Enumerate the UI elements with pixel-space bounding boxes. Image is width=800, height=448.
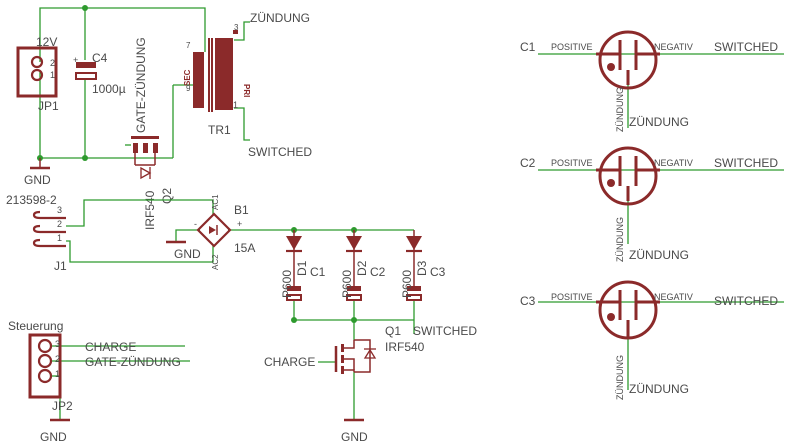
q2-part: IRF540 — [143, 190, 157, 230]
spark-gap-2: C2 POSITIVE NEGATIV SWITCHED ZÜNDUNG ZÜN… — [520, 146, 784, 262]
tr1-transformer: SEC PRI 7 9 3 1 TR1 — [183, 23, 251, 137]
b1-bridge-rectifier: AC1 AC2 + - B1 15A — [194, 194, 255, 270]
tr1-pin3: 3 — [234, 23, 239, 32]
gnd-label-2: GND — [174, 247, 201, 261]
d1-diode: P600 D1 C1 — [280, 230, 326, 301]
jp2-title: Steuerung — [8, 319, 63, 333]
jp1-voltage: 12V — [36, 35, 57, 49]
gap2-cap: C2 — [520, 156, 536, 170]
d1-name: D1 — [295, 260, 309, 276]
tr1-name: TR1 — [208, 123, 231, 137]
net-switched-top: SWITCHED — [248, 145, 312, 159]
c4-plus: + — [73, 55, 78, 65]
jp1-pin2: 2 — [50, 58, 55, 68]
spark-gap-section: C1 POSITIVE NEGATIV SWITCHED ZÜNDUNG ZÜN… — [520, 30, 784, 400]
q1-mosfet: Q1 IRF540 — [334, 324, 425, 374]
net-charge-jp2: CHARGE — [85, 340, 136, 354]
rectifier-section: 213598-2 3 2 1 J1 GND AC1 AC2 + - B1 15A — [6, 193, 477, 444]
b1-minus: - — [194, 219, 197, 229]
d3-part: P600 — [400, 270, 414, 298]
tr1-pin7: 7 — [186, 41, 191, 50]
spark-gap-1: C1 POSITIVE NEGATIV SWITCHED ZÜNDUNG ZÜN… — [520, 30, 784, 132]
gap2-zuendung-pin: ZÜNDUNG — [615, 217, 625, 262]
c4-value: 1000µ — [92, 82, 126, 96]
b1-plus: + — [237, 219, 242, 229]
q1-name: Q1 — [385, 324, 401, 338]
j1-pin2: 2 — [57, 219, 62, 229]
gnd-label-3: GND — [341, 430, 368, 444]
gap2-positive: POSITIVE — [551, 158, 593, 168]
power-wires — [39, 7, 250, 159]
gnd-symbol-4: GND — [40, 418, 70, 444]
q2-gate-label: GATE-ZÜNDUNG — [134, 37, 148, 133]
q2-name: Q2 — [160, 188, 174, 204]
c2-name: C2 — [370, 265, 386, 279]
gap1-cap: C1 — [520, 40, 536, 54]
c4-name: C4 — [92, 51, 108, 65]
j1-pin1: 1 — [57, 233, 62, 243]
power-junctions — [37, 5, 88, 161]
gap1-negative: NEGATIV — [654, 42, 693, 52]
tr1-pin1: 1 — [233, 100, 238, 110]
tr1-pin9: 9 — [186, 84, 191, 93]
d3-diode: P600 D3 C3 — [400, 230, 446, 301]
net-switched-mid: SWITCHED — [413, 324, 477, 338]
spark-gap-3: C3 POSITIVE NEGATIV SWITCHED ZÜNDUNG ZÜN… — [520, 280, 784, 400]
jp1-connector: 12V 2 1 JP1 — [16, 35, 59, 113]
jp1-pin1: 1 — [50, 70, 55, 80]
c1-name: C1 — [310, 265, 326, 279]
jp1-name: JP1 — [38, 99, 59, 113]
net-gate-zuendung-jp2: GATE-ZÜNDUNG — [85, 355, 181, 369]
jp2-name: JP2 — [52, 399, 73, 413]
gap3-positive: POSITIVE — [551, 292, 593, 302]
d2-name: D2 — [355, 260, 369, 276]
b1-rating: 15A — [234, 241, 255, 255]
b1-ac2: AC2 — [211, 254, 220, 270]
net-zuendung-top: ZÜNDUNG — [250, 11, 310, 25]
gap2-negative: NEGATIV — [654, 158, 693, 168]
gap3-switched: SWITCHED — [714, 294, 778, 308]
gap3-cap: C3 — [520, 294, 536, 308]
gap1-zuendung-net: ZÜNDUNG — [629, 115, 689, 129]
gap1-positive: POSITIVE — [551, 42, 593, 52]
rectifier-wires — [66, 199, 415, 420]
c4-capacitor: + C4 1000µ — [73, 51, 126, 96]
gnd-label-1: GND — [24, 173, 51, 187]
gap2-zuendung-net: ZÜNDUNG — [629, 248, 689, 262]
gnd-symbol-1: GND — [24, 158, 51, 187]
c3-name: C3 — [430, 265, 446, 279]
jp2-pin1: 1 — [55, 369, 60, 379]
d1-part: P600 — [280, 270, 294, 298]
tr1-pri-label: PRI — [242, 84, 251, 97]
d2-part: P600 — [340, 270, 354, 298]
gnd-symbol-2: GND — [166, 240, 201, 261]
gap2-switched: SWITCHED — [714, 156, 778, 170]
tr1-sec-label: SEC — [183, 69, 192, 86]
net-charge-mid: CHARGE — [264, 355, 315, 369]
gnd-symbol-3: GND — [341, 418, 368, 444]
j1-name: J1 — [54, 259, 67, 273]
j1-part: 213598-2 — [6, 193, 57, 207]
q2-mosfet: GATE-ZÜNDUNG IRF540 Q2 — [131, 37, 174, 230]
gap1-zuendung-pin: ZÜNDUNG — [615, 87, 625, 132]
gnd-label-4: GND — [40, 430, 67, 444]
d2-diode: P600 D2 C2 — [340, 230, 386, 301]
gap1-switched: SWITCHED — [714, 40, 778, 54]
jp2-body — [28, 333, 62, 399]
gap3-zuendung-net: ZÜNDUNG — [629, 382, 689, 396]
power-section: 12V 2 1 JP1 GND + C4 1000µ SEC PRI — [16, 5, 312, 230]
b1-name: B1 — [234, 203, 249, 217]
b1-ac1: AC1 — [211, 194, 220, 210]
jp2-section: Steuerung 3 2 1 CHARGE GATE-ZÜNDUNG JP2 … — [8, 319, 190, 444]
j1-connector: 213598-2 3 2 1 J1 — [6, 193, 67, 273]
gap3-zuendung-pin: ZÜNDUNG — [615, 355, 625, 400]
jp2-pin3: 3 — [55, 339, 60, 349]
d3-name: D3 — [415, 260, 429, 276]
q1-part: IRF540 — [385, 340, 425, 354]
jp2-pin2: 2 — [55, 354, 60, 364]
j1-pin3: 3 — [57, 205, 62, 215]
gap3-negative: NEGATIV — [654, 292, 693, 302]
